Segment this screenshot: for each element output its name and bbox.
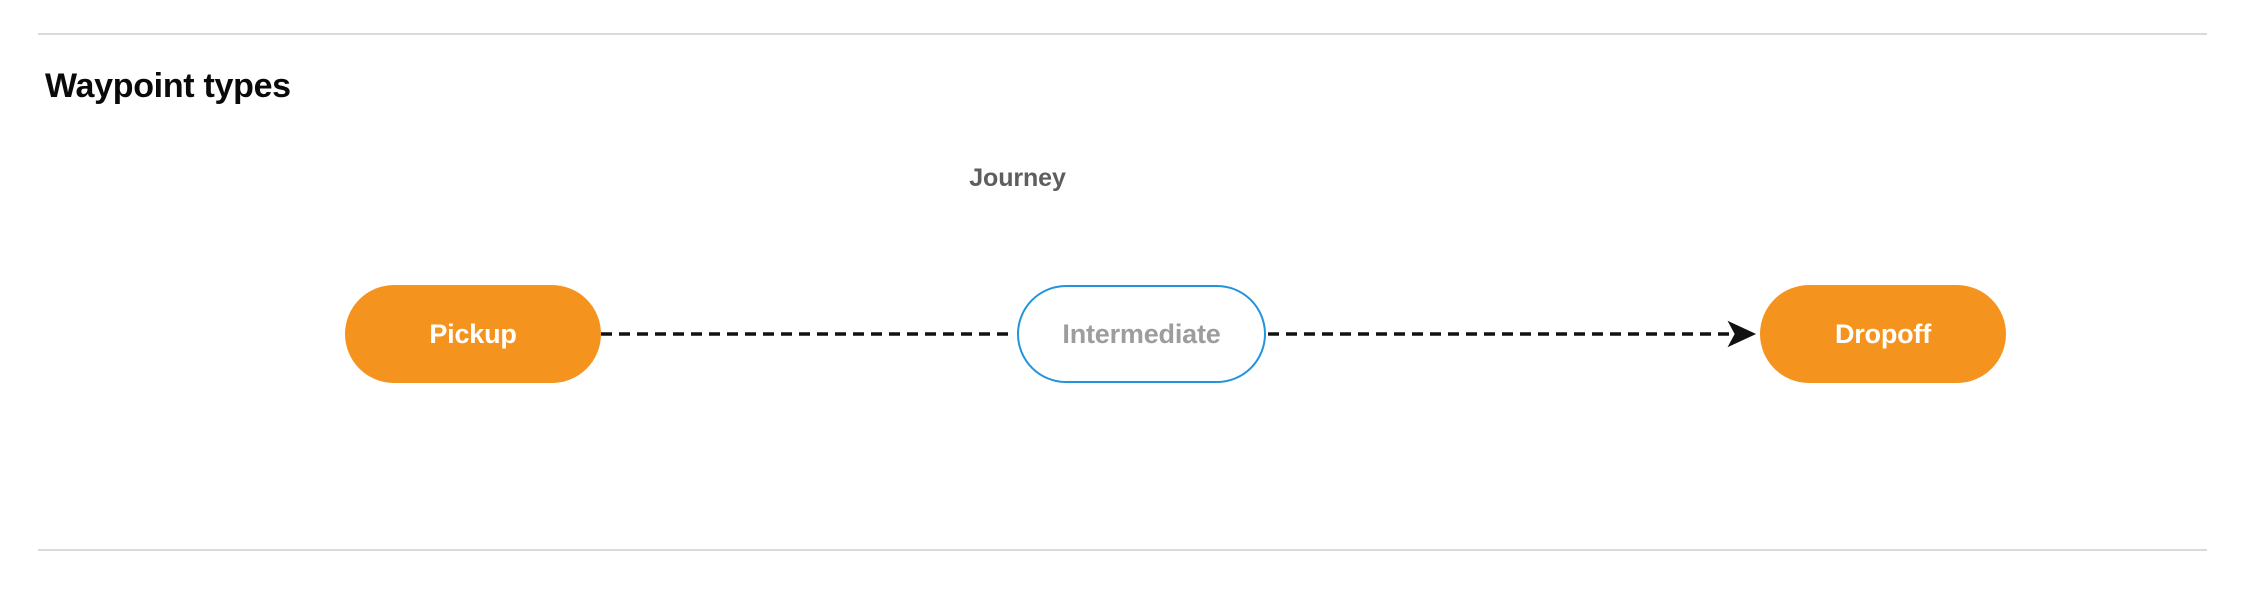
section-divider-top (38, 33, 2207, 35)
waypoint-node-intermediate-label: Intermediate (1062, 318, 1221, 349)
waypoint-node-dropoff-label: Dropoff (1834, 318, 1932, 349)
waypoint-node-pickup-label: Pickup (429, 318, 517, 349)
page-title: Waypoint types (45, 67, 291, 105)
waypoint-node-dropoff[interactable]: Dropoff (1760, 285, 2006, 383)
waypoint-node-pickup[interactable]: Pickup (345, 285, 601, 383)
waypoint-flow-diagram: Journey Pickup Intermediate Dropoff (0, 130, 2245, 460)
journey-group-label: Journey (969, 164, 1066, 192)
waypoint-node-intermediate[interactable]: Intermediate (1017, 285, 1266, 383)
section-divider-bottom (38, 549, 2207, 551)
